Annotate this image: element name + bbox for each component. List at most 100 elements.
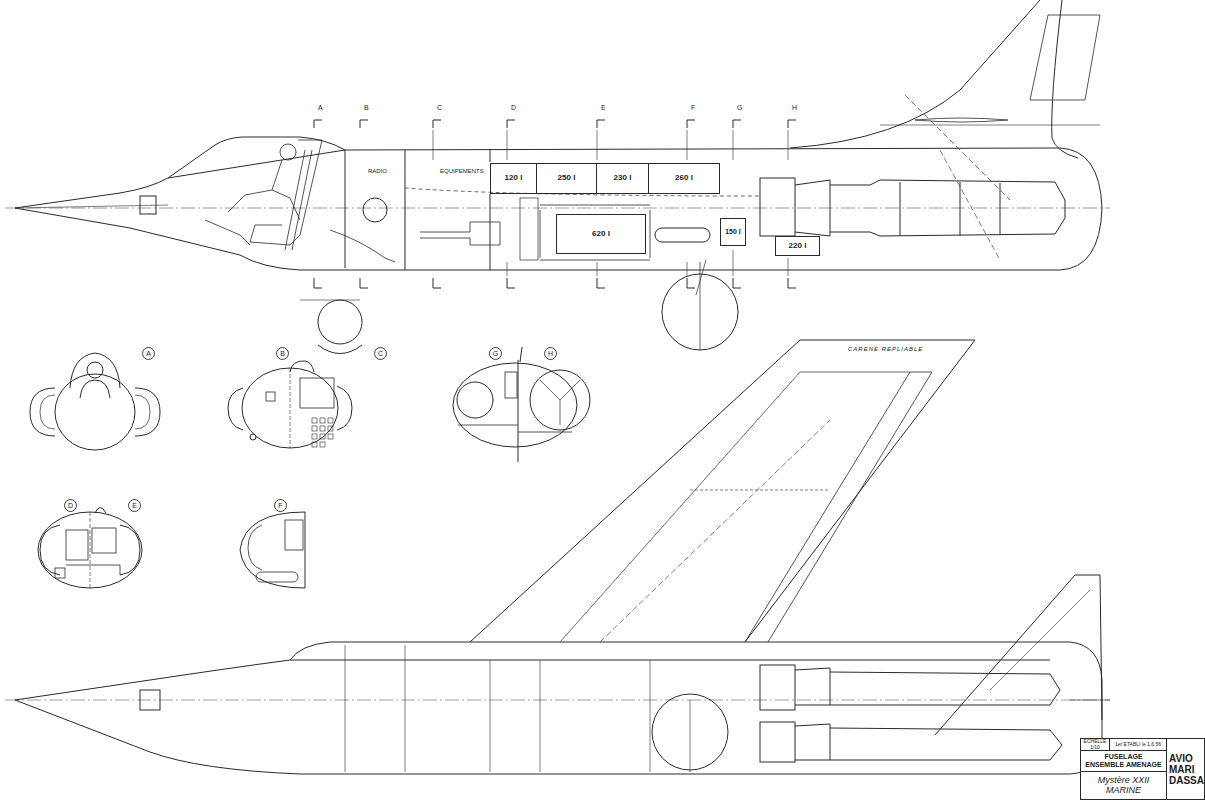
section-b-c-part-part	[328, 418, 333, 423]
section-letter: G	[737, 104, 742, 112]
side-fuselage	[15, 137, 1102, 270]
center-line	[5, 208, 1110, 700]
cockpit-pilot	[205, 140, 322, 250]
fuel-tank: 150 l	[720, 218, 746, 246]
section-letter: E	[601, 104, 606, 112]
tank-volume: 120 l	[505, 174, 523, 183]
section-callout: G	[489, 347, 502, 360]
section-d-e-part	[66, 565, 120, 575]
section-a-part	[55, 374, 135, 450]
callout-circle-outline	[143, 348, 155, 360]
plan-tailplane-part	[935, 575, 1102, 735]
plan-fuselage-part	[290, 660, 1050, 661]
title-block-cell: AVIO MARI DASSA	[1166, 738, 1205, 800]
section-b-c-part	[290, 361, 314, 372]
plan-tailplane-part	[990, 590, 1090, 690]
side-fuselage-part	[140, 196, 156, 214]
section-b-c-part-part	[320, 418, 325, 423]
section-g-h-part	[530, 370, 590, 430]
section-letter: H	[548, 350, 553, 358]
plan-wing	[470, 340, 975, 642]
section-b-c-part-part	[320, 442, 325, 447]
section-callout: A	[142, 347, 155, 360]
callout-circle-outline	[490, 348, 502, 360]
side-fin-part	[880, 125, 1100, 126]
section-d-e-part	[66, 530, 88, 560]
callout-circle-outline	[375, 348, 387, 360]
landing-gear	[300, 260, 738, 354]
section-letter: F	[691, 104, 695, 112]
section-a-part	[30, 388, 160, 436]
title-text: Mystère XXII	[1098, 776, 1150, 786]
section-letter: B	[280, 350, 285, 358]
callout-circle-outline	[545, 348, 557, 360]
side-fuselage-part	[405, 150, 406, 270]
side-engine-part	[900, 182, 1000, 236]
section-g-h-part	[518, 360, 519, 462]
part-label: CARENE REPLIABLE	[848, 346, 923, 353]
side-fin	[790, 0, 1100, 260]
section-callout: C	[374, 347, 387, 360]
tank-volume: 620 l	[592, 230, 610, 239]
callout-circle-outline	[65, 500, 77, 512]
plan-fuselage-part	[345, 645, 650, 772]
side-fuselage-part	[520, 198, 538, 260]
side-fuselage-part	[363, 198, 387, 222]
section-markers-part	[433, 130, 788, 276]
side-fuselage-part	[15, 205, 168, 208]
section-g-h-part	[458, 425, 572, 432]
section-markers-part	[314, 120, 796, 128]
side-fin-part	[1052, 0, 1078, 158]
section-g-h-part	[540, 380, 580, 425]
plan-engines-part	[795, 724, 1062, 760]
section-g-h-part	[453, 363, 577, 447]
title-block-cell: Mystère XXIIMARINE	[1080, 771, 1167, 800]
section-b-c-part	[312, 418, 333, 447]
side-engine	[760, 178, 1065, 236]
section-g-h-part	[505, 372, 517, 398]
side-fuselage-part	[655, 228, 710, 242]
section-a	[30, 353, 160, 450]
section-callout: H	[544, 347, 557, 360]
side-fin-part	[1030, 15, 1100, 100]
side-engine-part	[795, 180, 830, 236]
center-line-part	[5, 208, 1110, 209]
section-b-c-part	[250, 434, 256, 440]
landing-gear-part	[696, 260, 706, 350]
part-label: RADIO	[368, 168, 387, 175]
cockpit-pilot-part	[205, 220, 250, 245]
plan-tailplane	[935, 575, 1110, 735]
fuel-tank: 620 l	[556, 214, 646, 254]
section-d-e	[38, 508, 142, 589]
section-b-c-part	[242, 368, 338, 448]
title-block-cell: FUSELAGEENSEMBLE AMENAGE	[1080, 750, 1167, 772]
section-f-part	[240, 512, 305, 588]
section-d-e-part	[95, 508, 106, 514]
plan-engines-part	[760, 722, 795, 762]
section-callout: D	[64, 499, 77, 512]
section-b-c-part	[300, 378, 334, 408]
section-b-c-part-part	[312, 434, 317, 439]
side-fuselage-part	[420, 222, 500, 245]
fuel-tank: 250 l	[536, 163, 597, 194]
section-b-c-part-part	[328, 434, 333, 439]
section-a-part	[70, 353, 120, 388]
section-markers	[314, 120, 796, 288]
tank-volume: 230 l	[614, 174, 632, 183]
landing-gear-part	[300, 300, 360, 301]
title-text: AVIO MARI DASSA	[1169, 753, 1204, 786]
section-d-e-part	[55, 568, 65, 578]
section-b-c	[228, 361, 352, 448]
plan-wing-part	[600, 420, 830, 642]
section-letter: A	[146, 350, 151, 358]
section-f-part	[248, 525, 262, 570]
section-b-c-part-part	[312, 442, 317, 447]
section-b-c-part-part	[328, 426, 333, 431]
landing-gear-part	[318, 300, 362, 344]
section-callout: B	[276, 347, 289, 360]
plan-wing-part	[560, 372, 910, 642]
callout-circle-outline	[277, 348, 289, 360]
cockpit-pilot-part	[285, 150, 312, 250]
